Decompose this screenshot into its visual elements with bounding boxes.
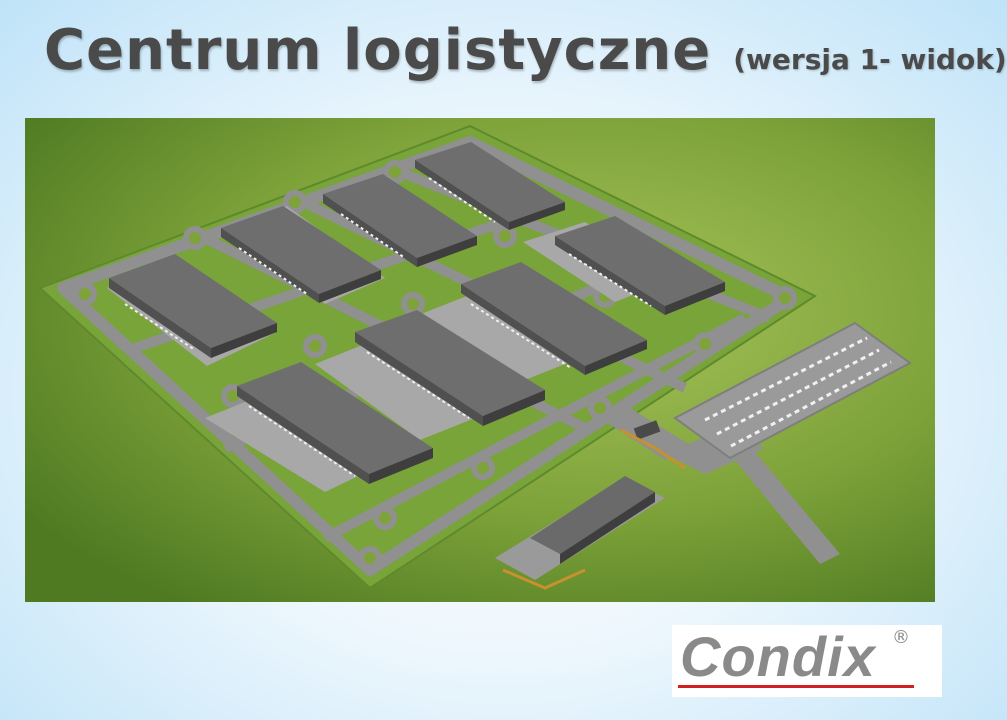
warehouse-1 — [109, 254, 277, 358]
warehouse-3 — [323, 174, 477, 267]
warehouse-5 — [555, 216, 725, 315]
warehouse-7 — [355, 310, 545, 426]
warehouse-4 — [415, 142, 565, 230]
slide-subtitle: (wersja 1- widok) — [733, 43, 1007, 76]
site-render-image — [25, 118, 935, 602]
warehouse-8 — [237, 362, 433, 484]
registered-mark: ® — [892, 627, 910, 648]
truck-rows — [124, 177, 652, 477]
parked-trucks — [704, 336, 892, 448]
logo-wordmark: Condix — [680, 625, 876, 688]
service-path — [502, 568, 586, 590]
slide-title-row: Centrum logistyczne (wersja 1- widok) — [44, 18, 1007, 98]
logo-underline — [678, 685, 914, 688]
site-render-svg — [25, 118, 935, 602]
condix-logo: Condix ® — [672, 625, 942, 697]
warehouse-2 — [221, 206, 381, 303]
entrance-path — [620, 428, 686, 470]
gatehouse — [633, 420, 661, 440]
slide-title: Centrum logistyczne — [44, 18, 712, 83]
warehouse-6 — [461, 262, 647, 375]
warehouse-buildings — [109, 142, 725, 484]
exit-road — [725, 440, 840, 564]
service-building — [530, 476, 655, 564]
